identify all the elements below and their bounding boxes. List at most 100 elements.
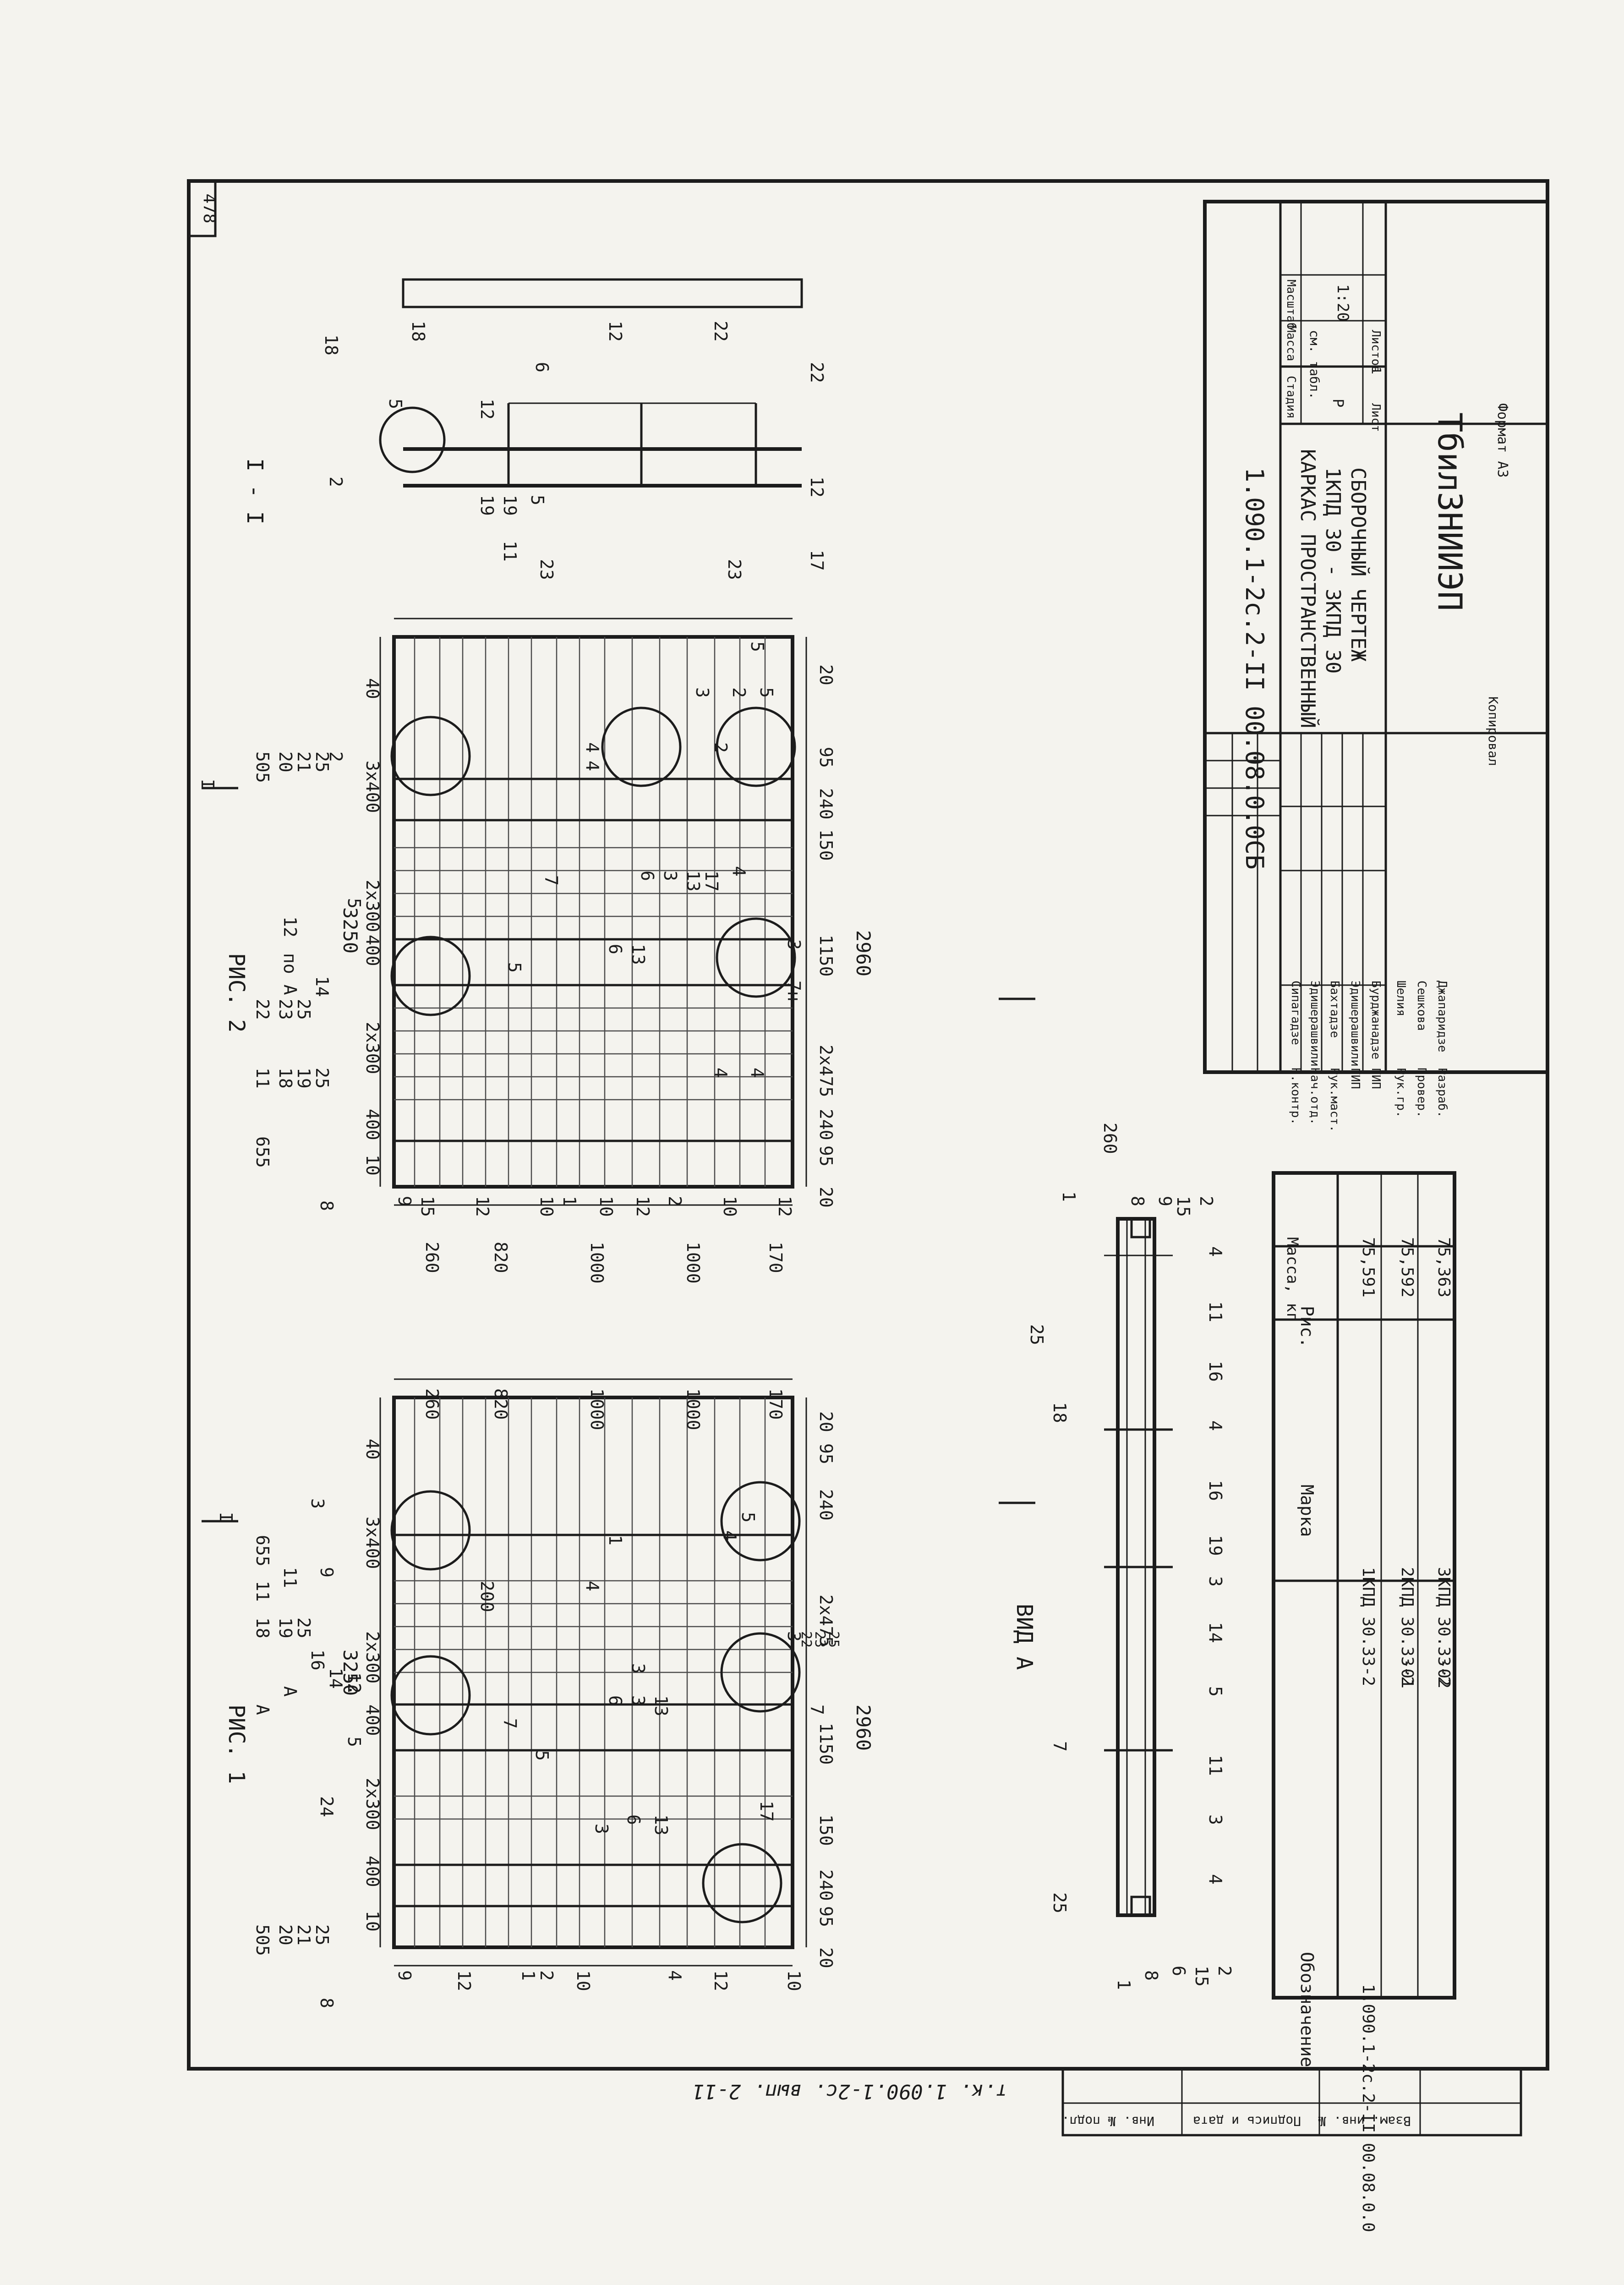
sheets-label: Листов xyxy=(1369,330,1383,373)
fig2-bottom-dim-4: 1150 xyxy=(816,935,836,977)
fig1-callout-26: 3 xyxy=(628,1695,648,1706)
fig1-top-dim-1: 3х400 xyxy=(362,1517,383,1569)
fig2-detail-circle-1 xyxy=(390,716,471,796)
fig1-top-dim-4: 2х300 xyxy=(362,1778,383,1830)
fig1-callout-30: 22 xyxy=(798,1631,814,1648)
fig1-callout-33: 14 xyxy=(326,1668,346,1689)
scale-label: Масштаб xyxy=(1284,279,1298,330)
fig2-callout-22: 6 xyxy=(637,871,657,881)
view-a-callout-21: 1 xyxy=(1114,1979,1134,1990)
fig1-detail-circle-2 xyxy=(390,1655,471,1736)
view-a-callout-15: 3 xyxy=(1205,1814,1225,1825)
fig2-callout-15: 13 xyxy=(628,944,648,965)
fig2-left-dim-3: 1000 xyxy=(683,1242,703,1284)
signature-role-5: Рук.гр. xyxy=(1394,1068,1408,1118)
fig2-overall-top: 3250 xyxy=(339,907,361,953)
view-a-callout-11: 3 xyxy=(1205,1576,1225,1587)
margin-stamp: Инв. № подл. Подпись и дата Взам. инв. № xyxy=(1061,2067,1522,2137)
fig1-bottom-dim-8: 20 xyxy=(816,1411,836,1432)
view-a-callout-13: 5 xyxy=(1205,1686,1225,1697)
spec-row-0-designation: 1.090.1-2с.2-II 00.08.0.0 xyxy=(1359,1984,1378,2232)
fig2-bottom-dim-2: 240 xyxy=(816,1109,836,1140)
fig1-side-right-4: 25 xyxy=(294,1617,314,1638)
fig1-callout-31: 23 xyxy=(812,1631,828,1648)
fig1-callout-15: 10 xyxy=(784,1970,804,1991)
fig1-overall-bottom: 2960 xyxy=(852,1704,875,1751)
fig2-side-left-3: 23 xyxy=(275,999,295,1020)
fig1-callout-36: 11 xyxy=(280,1567,300,1588)
fig2-side-left-4: 25 xyxy=(294,999,314,1020)
fig1-bottom-dim-3: 150 xyxy=(816,1814,836,1846)
fig2-callout-3: 12 xyxy=(472,1196,492,1217)
fig2-po-a: по А xyxy=(280,953,300,995)
fig2-labels: РИС. 2 по А I 40 3х400 2х300 400 2х300 4… xyxy=(197,641,875,1284)
fig2-left-dim-0: 260 xyxy=(422,1242,442,1273)
view-a-dim-0: 260 xyxy=(1100,1123,1120,1154)
fig1-side-left-2: 21 xyxy=(294,1924,314,1945)
stamp-cell-0: Инв. № подл. xyxy=(1062,2114,1154,2129)
signature-name-1: Эдишерашвили xyxy=(1308,981,1322,1067)
section-callout-7: 5 xyxy=(527,495,547,505)
fig2-callout-14: 3 xyxy=(784,939,804,950)
fig1-callout-14: 12 xyxy=(711,1970,731,1991)
fig1-bottom-dim-4: 1150 xyxy=(816,1723,836,1765)
spec-row-2-fig: 3 xyxy=(1434,1288,1453,1298)
fig2-callout-17: 5 xyxy=(504,962,525,973)
section-1-1 xyxy=(379,278,803,488)
spec-row-1-mark: 2КПД 30.33-2 xyxy=(1398,1567,1416,1686)
fig1-callout-18: 3 xyxy=(591,1824,612,1834)
mass-label: Масса xyxy=(1284,325,1298,361)
fig2-left-dim-4: 170 xyxy=(766,1242,786,1273)
fig1-callout-29: 3 xyxy=(784,1631,804,1642)
fig1-detail-circle-4 xyxy=(720,1632,801,1713)
spec-row-0-fig: 1 xyxy=(1359,1288,1378,1298)
fig1-bottom-dim-1: 95 xyxy=(816,1906,836,1927)
view-a-callout-5: 4 xyxy=(1205,1246,1225,1257)
signature-role-0: Н.контр. xyxy=(1289,1068,1302,1125)
section-callout-2: 18 xyxy=(408,321,428,342)
fig1-detail-circle-1 xyxy=(390,1490,471,1571)
fig2-callout-31: 25 xyxy=(312,1068,332,1089)
fig2-section-mark: I xyxy=(197,779,218,789)
scale-value: 1:20 xyxy=(1334,284,1352,322)
spec-row-1-mass: 75,59 xyxy=(1398,1237,1416,1287)
title-line-3: СБОРОЧНЫЙ ЧЕРТЕЖ xyxy=(1346,467,1371,662)
fig1-callout-10: 1 xyxy=(518,1970,538,1981)
fig1-callout-2: 200 xyxy=(477,1581,497,1612)
fig1-top-dim-3: 400 xyxy=(362,1704,383,1736)
fig1-callout-0: 3 xyxy=(307,1498,328,1509)
sheet-value: 1 xyxy=(1369,367,1384,374)
section-callout-9: 6 xyxy=(532,362,552,373)
fig2-callout-7: 12 xyxy=(633,1196,653,1217)
view-a-callout-8: 4 xyxy=(1205,1420,1225,1431)
fig1-left-dim-2: 1000 xyxy=(587,1388,607,1430)
fig2-callout-16: 6 xyxy=(605,944,625,954)
spec-row-0-mass: 75,59 xyxy=(1359,1237,1378,1287)
section-labels: I - I 18 5 18 2 11 19 19 5 12 6 12 22 22… xyxy=(242,321,827,580)
fig2-callout-2: 15 xyxy=(417,1196,437,1217)
mass-value: см. табл. xyxy=(1307,330,1322,400)
fig2-callout-12: 4 xyxy=(747,1068,767,1078)
fig2-detail-circle-2 xyxy=(390,936,471,1016)
fig2-left-dim-2: 1000 xyxy=(587,1242,607,1284)
section-callout-5: 19 xyxy=(477,495,497,516)
section-callout-6: 19 xyxy=(500,495,520,516)
fig2-callout-19: 17 xyxy=(701,871,722,892)
fig1-stirrups xyxy=(394,1580,793,1820)
fig1-callout-17: 24 xyxy=(317,1796,337,1817)
fig1-callout-20: 13 xyxy=(651,1814,671,1836)
sheet-border xyxy=(187,179,1549,2071)
fig1-callout-3: 4 xyxy=(582,1581,602,1591)
fig2-bottom-dim-0: 20 xyxy=(816,1187,836,1208)
fig2-frame xyxy=(379,618,807,1206)
fig1-title: РИС. 1 xyxy=(224,1704,249,1784)
fig2-detail-circle-4 xyxy=(716,707,796,787)
fig2-bottom-dim-3: 2х475 xyxy=(816,1045,836,1097)
fig1-labels: РИС. 1 А I 40 3х400 2х300 400 2х300 400 … xyxy=(216,1388,875,2008)
fig2-callout-1: 9 xyxy=(394,1196,415,1206)
fig1-callout-11: 2 xyxy=(536,1970,557,1981)
section-title: I - I xyxy=(242,458,268,525)
fig1-bottom-dim-0: 20 xyxy=(816,1947,836,1968)
spec-row-2-mark: 3КПД 30.33-2 xyxy=(1434,1567,1453,1686)
section-callout-8: 12 xyxy=(477,399,497,420)
